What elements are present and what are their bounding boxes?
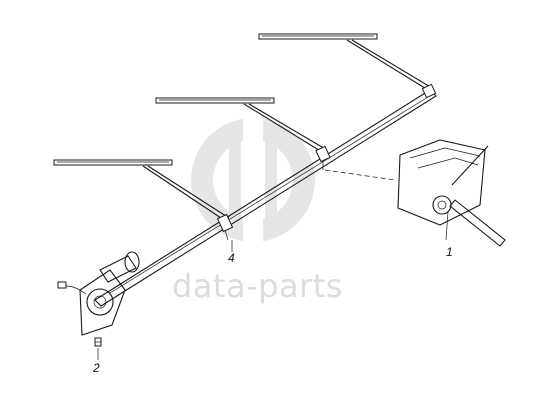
- wiper-blade-middle: [155, 97, 331, 170]
- mounting-bolt: [94, 337, 102, 347]
- callout-label-1: 1: [446, 245, 453, 259]
- callout-label-4: 4: [228, 251, 235, 265]
- wiper-motor: [57, 251, 140, 336]
- watermark-logo: [191, 118, 315, 242]
- detail-leader-line: [324, 169, 396, 181]
- linkage-bar: [94, 89, 437, 307]
- watermark-text: data-parts: [172, 267, 343, 305]
- pivot-detail-view: [397, 139, 506, 247]
- wiper-blade-top: [258, 33, 437, 99]
- wiper-blade-lower: [53, 159, 234, 241]
- callout-label-2: 2: [92, 361, 100, 375]
